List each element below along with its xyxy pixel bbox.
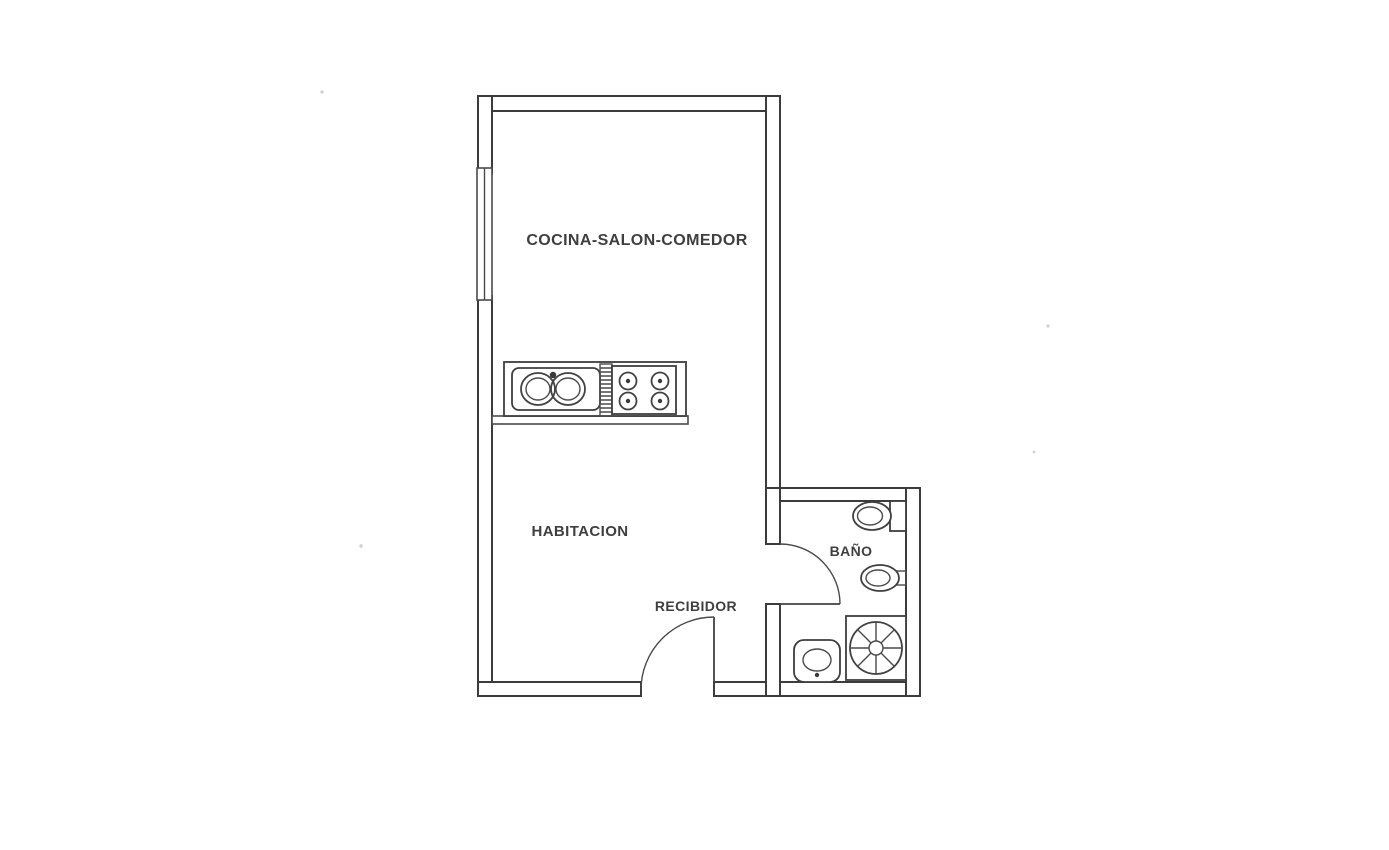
- wall-bottom-left: [477, 681, 642, 697]
- room-label-entry-hall: RECIBIDOR: [655, 598, 737, 614]
- sink-bowl-right: [550, 372, 586, 406]
- sink-faucet: [549, 371, 557, 379]
- door-swing-icon: [779, 543, 841, 605]
- stove-burners-icon: [611, 365, 677, 415]
- scan-speck: [359, 544, 363, 548]
- wall-top: [477, 95, 781, 112]
- wall-bottom-right: [713, 681, 921, 697]
- sink-bowl-right-inner: [555, 377, 581, 401]
- room-label-kitchen-living-dining: COCINA-SALON-COMEDOR: [526, 232, 747, 249]
- kitchen-counter: [503, 361, 687, 417]
- burner-dot-3: [625, 398, 631, 404]
- room-labels: COCINA-SALON-COMEDOR HABITACION RECIBIDO…: [526, 232, 872, 614]
- bidet-icon: [793, 639, 841, 683]
- entrance-door: [640, 616, 715, 691]
- room-label-bedroom: HABITACION: [531, 523, 628, 540]
- bidet-outline: [793, 639, 841, 683]
- wall-left-lower: [477, 295, 493, 697]
- toilet-bowl: [852, 501, 892, 531]
- burner-top-right: [650, 371, 670, 391]
- shower-spokes: [850, 622, 902, 674]
- wall-left-upper: [477, 95, 493, 175]
- bathroom-fixtures: [793, 500, 907, 683]
- burner-dot-2: [657, 378, 663, 384]
- window-icon: [476, 167, 493, 301]
- toilet-tank: [889, 500, 907, 532]
- sink-bowl-left: [520, 372, 556, 406]
- sink-bowl-left-inner: [525, 377, 551, 401]
- scan-artifacts: [320, 90, 1050, 548]
- basin-bowl-inner: [865, 569, 891, 587]
- toilet-bowl-inner: [856, 506, 884, 526]
- bathroom-door: [779, 543, 841, 605]
- washbasin-icon: [860, 564, 907, 592]
- wall-bath-top: [779, 487, 921, 502]
- wall-bath-left-upper: [765, 487, 781, 545]
- counter-hatch: [599, 363, 613, 417]
- wall-bath-left-lower: [765, 603, 781, 697]
- burner-bottom-left: [618, 391, 638, 411]
- wall-right-main: [765, 95, 781, 489]
- wall-bath-right: [905, 487, 921, 697]
- burner-dot-4: [657, 398, 663, 404]
- bidet-tap: [814, 672, 820, 678]
- shower-icon: [845, 615, 907, 681]
- burner-dot-1: [625, 378, 631, 384]
- scan-speck: [1032, 450, 1036, 454]
- hatch-lines: [600, 367, 612, 413]
- bidet-bowl: [802, 648, 832, 672]
- wall-divider-kitchen-bedroom: [491, 415, 689, 425]
- room-label-bathroom: BAÑO: [830, 542, 873, 559]
- door-swing-icon: [640, 616, 715, 691]
- kitchen-sink-icon: [511, 367, 601, 411]
- scan-speck: [1046, 324, 1050, 328]
- toilet-icon: [852, 500, 907, 532]
- burner-bottom-right: [650, 391, 670, 411]
- scan-speck: [320, 90, 324, 94]
- burner-top-left: [618, 371, 638, 391]
